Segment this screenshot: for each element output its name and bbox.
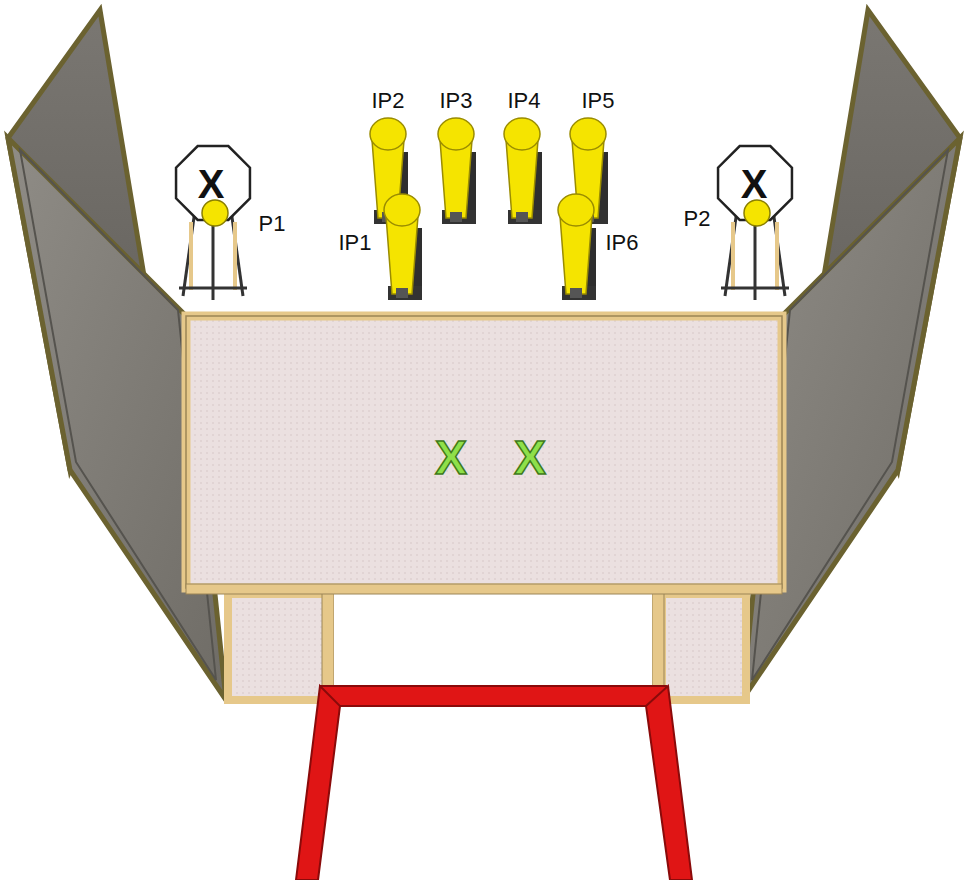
shooting-position-mark: X — [514, 434, 546, 482]
fault-line-back — [320, 686, 668, 706]
front-wall — [186, 316, 782, 704]
ipsc-target — [438, 118, 476, 224]
target-body — [560, 216, 592, 294]
target-label: P2 — [684, 208, 711, 230]
stand-base — [179, 287, 247, 290]
front-wall-edge — [186, 316, 782, 588]
ipsc-target — [384, 194, 422, 300]
front-wall-panel — [186, 316, 782, 588]
target-group — [370, 118, 608, 300]
stand-post — [233, 222, 237, 290]
target-head — [570, 118, 606, 150]
target-label: IP5 — [581, 90, 614, 112]
target-body — [386, 216, 418, 294]
middle-rail — [186, 584, 782, 594]
stand-post — [731, 222, 735, 290]
target-body — [506, 140, 538, 218]
target-clamp — [450, 212, 462, 222]
target-clamp — [570, 288, 582, 298]
stand-leg — [231, 210, 243, 296]
target-head — [504, 118, 540, 150]
target-label: IP1 — [338, 232, 371, 254]
stand-base — [721, 287, 789, 290]
stand-leg — [725, 210, 737, 296]
popper-target — [718, 146, 792, 300]
target-head — [438, 118, 474, 150]
no-shoot-mark: X — [741, 164, 768, 204]
target-body — [440, 140, 472, 218]
stand-post — [775, 222, 779, 290]
fault-lines — [296, 686, 692, 880]
target-head — [370, 118, 406, 150]
target-head — [384, 194, 420, 226]
stand-leg — [773, 210, 785, 296]
shooting-position-mark: X — [435, 434, 467, 482]
ipsc-target — [504, 118, 542, 224]
fault-line-left — [296, 686, 340, 880]
fault-line-right — [646, 686, 692, 880]
popper-target — [176, 146, 250, 300]
stand-leg — [183, 210, 195, 296]
target-label: IP6 — [605, 232, 638, 254]
target-label: P1 — [259, 213, 286, 235]
target-label: IP4 — [507, 90, 540, 112]
target-label: IP3 — [439, 90, 472, 112]
no-shoot-mark: X — [198, 164, 225, 204]
stand-post — [189, 222, 193, 290]
ipsc-target — [558, 194, 596, 300]
popper-group — [176, 146, 792, 300]
lower-left-panel — [228, 594, 328, 700]
target-head — [558, 194, 594, 226]
target-clamp — [516, 212, 528, 222]
target-label: IP2 — [371, 90, 404, 112]
lower-right-panel — [662, 594, 746, 700]
port-opening — [334, 590, 652, 698]
target-clamp — [396, 288, 408, 298]
